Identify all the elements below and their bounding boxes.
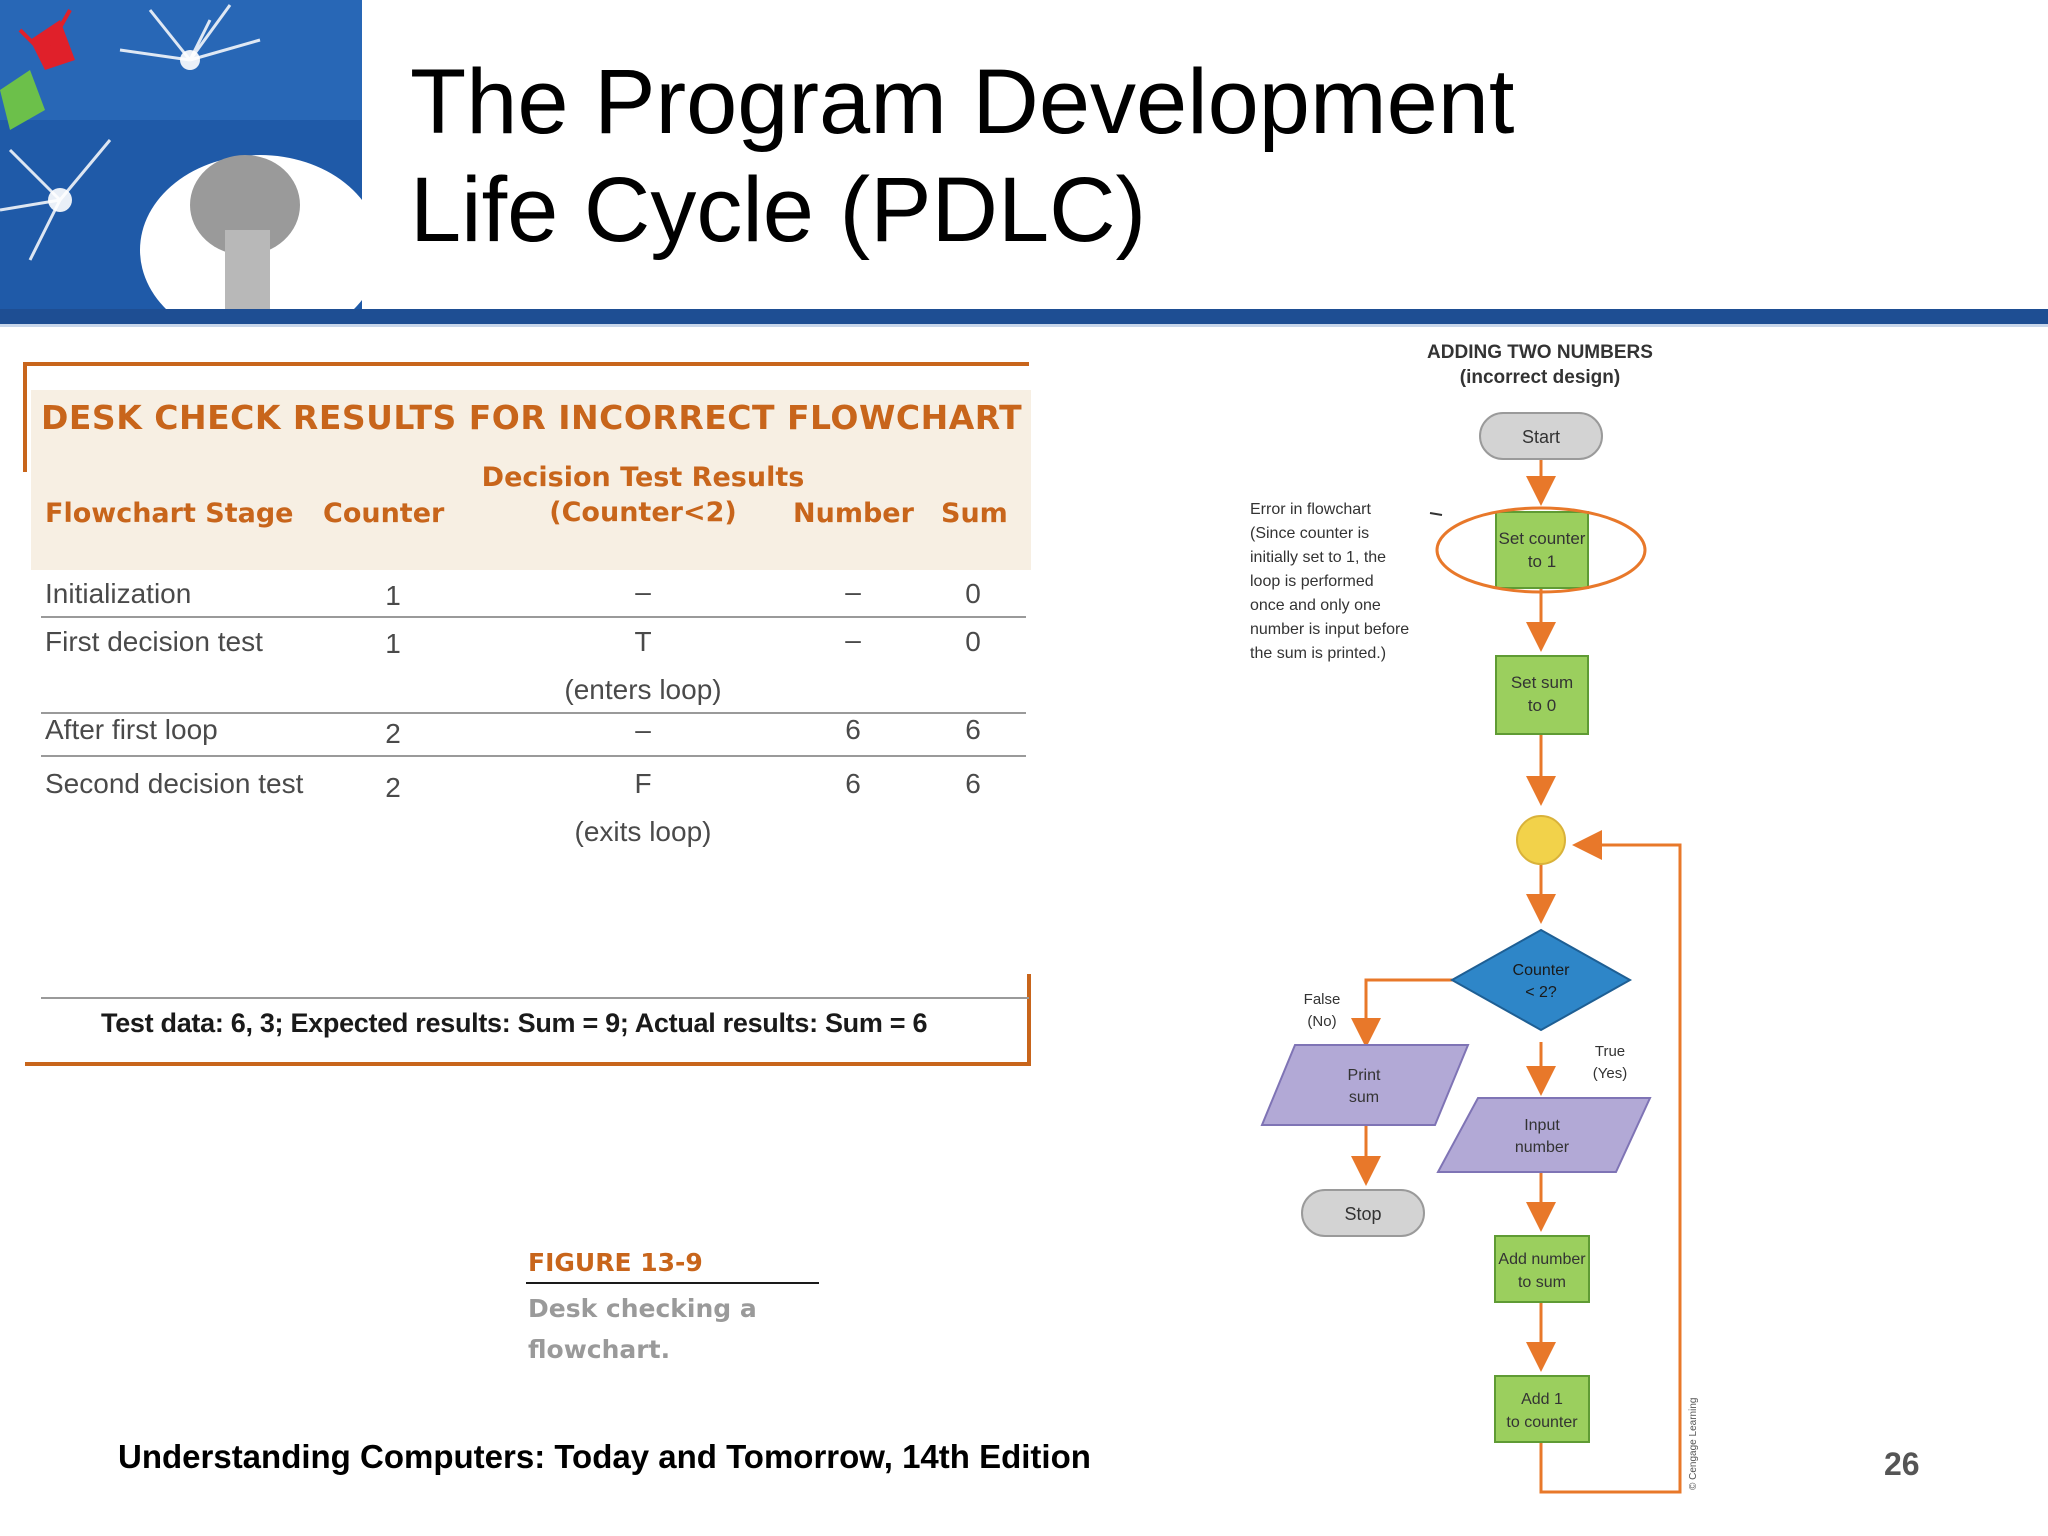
column-header-number: Number	[793, 498, 914, 529]
table-row-3-counter: 2	[385, 718, 401, 749]
title-divider-bar	[0, 309, 2048, 324]
flowchart-set-counter-label-2: to 1	[1528, 552, 1556, 571]
flowchart-error-highlight	[1435, 506, 1647, 594]
flowchart-input-number-parallelogram	[1436, 1097, 1652, 1173]
flowchart-input-label-1: Input	[1524, 1117, 1560, 1134]
flowchart-stop-terminal	[1301, 1189, 1425, 1237]
table-row-4-stage: Second decision test	[45, 768, 304, 799]
table-header-band	[31, 390, 1031, 570]
flowchart-print-label-1: Print	[1348, 1067, 1381, 1084]
row-divider	[41, 616, 1026, 618]
table-row-4-sum: 6	[965, 768, 981, 799]
logo-image	[0, 0, 362, 310]
error-note-line: the sum is printed.)	[1250, 645, 1386, 662]
row-divider	[41, 755, 1026, 757]
table-row-4-decision: F	[634, 768, 652, 799]
table-row-2-sum: 0	[965, 626, 981, 657]
flowchart-set-counter-box	[1495, 511, 1589, 589]
figure-caption: Desk checking a flowchart.	[528, 1294, 757, 1364]
table-row-3-sum: 6	[965, 714, 981, 745]
figure-label-rule	[526, 1282, 819, 1284]
column-header-stage: Flowchart Stage	[45, 498, 294, 529]
slide-footer: Understanding Computers: Today and Tomor…	[118, 1438, 1091, 1475]
flowchart-false-label-2: (No)	[1307, 1013, 1336, 1030]
flowchart-false-label-1: False	[1304, 991, 1341, 1008]
flowchart-connector-node	[1516, 815, 1566, 865]
table-row-2-decision: T	[634, 626, 652, 657]
flowchart-add-one-label-2: to counter	[1506, 1414, 1578, 1431]
table-row-3-number: 6	[845, 714, 861, 745]
column-header-decision: Decision Test Results (Counter<2)	[423, 462, 863, 528]
flowchart-error-pointer	[1429, 512, 1443, 516]
flowchart-adding-two-numbers: ADDING TWO NUMBERS (incorrect design) St…	[1230, 330, 1760, 1510]
flowchart-set-sum-label-2: to 0	[1528, 696, 1556, 715]
table-title: DESK CHECK RESULTS FOR INCORRECT FLOWCHA…	[41, 398, 1023, 437]
table-row-4-counter: 2	[385, 772, 401, 803]
error-note-line: number is input before	[1250, 621, 1409, 638]
error-note-line: initially set to 1, the	[1250, 549, 1386, 566]
column-header-decision-line-2: (Counter<2)	[549, 497, 737, 528]
table-row-3-stage: After first loop	[45, 714, 218, 745]
flowchart-start-label: Start	[1522, 427, 1560, 447]
flowchart-add-one-box	[1494, 1375, 1590, 1443]
flowchart-add-number-box	[1494, 1235, 1590, 1303]
table-row-1-sum: 0	[965, 578, 981, 609]
slide-title-line-2: Life Cycle (PDLC)	[410, 159, 1147, 261]
flowchart-add-number-label-1: Add number	[1498, 1251, 1586, 1268]
flowchart-decision-diamond	[1449, 928, 1633, 1032]
table-row-1-stage: Initialization	[45, 578, 192, 609]
desk-check-frame	[23, 362, 1031, 1066]
flowchart-decision-label-1: Counter	[1513, 962, 1571, 979]
table-row-1-counter: 1	[385, 580, 401, 611]
test-data-summary: Test data: 6, 3; Expected results: Sum =…	[101, 1008, 928, 1038]
flowchart-decision-label-2: < 2?	[1525, 984, 1557, 1001]
slide-title-line-1: The Program Development	[410, 51, 1515, 153]
column-header-decision-line-1: Decision Test Results	[481, 462, 805, 493]
flowchart-add-one-label-1: Add 1	[1521, 1391, 1563, 1408]
table-row-2-counter: 1	[385, 628, 401, 659]
flowchart-title-line-1: ADDING TWO NUMBERS	[1427, 342, 1653, 363]
error-note-line: Error in flowchart	[1250, 501, 1371, 518]
flowchart-set-sum-box	[1495, 655, 1589, 735]
column-header-sum: Sum	[941, 498, 1008, 529]
table-row-2-decision-note: (enters loop)	[564, 674, 722, 705]
flowchart-print-sum-parallelogram	[1260, 1044, 1470, 1126]
flowchart-start-terminal	[1479, 412, 1603, 460]
table-row-2-stage: First decision test	[45, 626, 263, 657]
flowchart-title-line-2: (incorrect design)	[1460, 367, 1620, 388]
table-row-1-decision: –	[635, 576, 651, 607]
flowchart-error-note: Error in flowchart (Since counter is ini…	[1250, 501, 1409, 662]
title-divider-highlight	[0, 324, 2048, 327]
flowchart-stop-label: Stop	[1344, 1204, 1381, 1224]
table-row-1-number: –	[845, 576, 861, 607]
table-row-3-decision: –	[635, 714, 651, 745]
flowchart-true-label-2: (Yes)	[1593, 1065, 1627, 1082]
error-note-line: loop is performed	[1250, 573, 1374, 590]
error-note-line: once and only one	[1250, 597, 1381, 614]
flowchart-input-label-2: number	[1515, 1139, 1570, 1156]
column-header-counter: Counter	[323, 498, 445, 529]
error-note-line: (Since counter is	[1250, 525, 1369, 542]
row-divider	[41, 712, 1026, 714]
table-row-4-decision-note: (exits loop)	[574, 816, 712, 847]
table-row-2-number: –	[845, 624, 861, 655]
flowchart-print-label-2: sum	[1349, 1089, 1379, 1106]
figure-label: FIGURE 13-9	[528, 1248, 703, 1277]
slide-title: The Program Development Life Cycle (PDLC…	[410, 48, 1710, 264]
flowchart-true-label-1: True	[1595, 1043, 1625, 1060]
flowchart-credit: © Cengage Learning	[1688, 1398, 1699, 1490]
flowchart-set-sum-label-1: Set sum	[1511, 673, 1573, 692]
flowchart-connectors	[1351, 458, 1682, 1494]
flowchart-add-number-label-2: to sum	[1518, 1274, 1566, 1291]
table-row-4-number: 6	[845, 768, 861, 799]
desk-check-table: DESK CHECK RESULTS FOR INCORRECT FLOWCHA…	[23, 362, 1033, 1068]
page-number: 26	[1884, 1446, 1920, 1482]
flowchart-set-counter-label-1: Set counter	[1499, 529, 1586, 548]
